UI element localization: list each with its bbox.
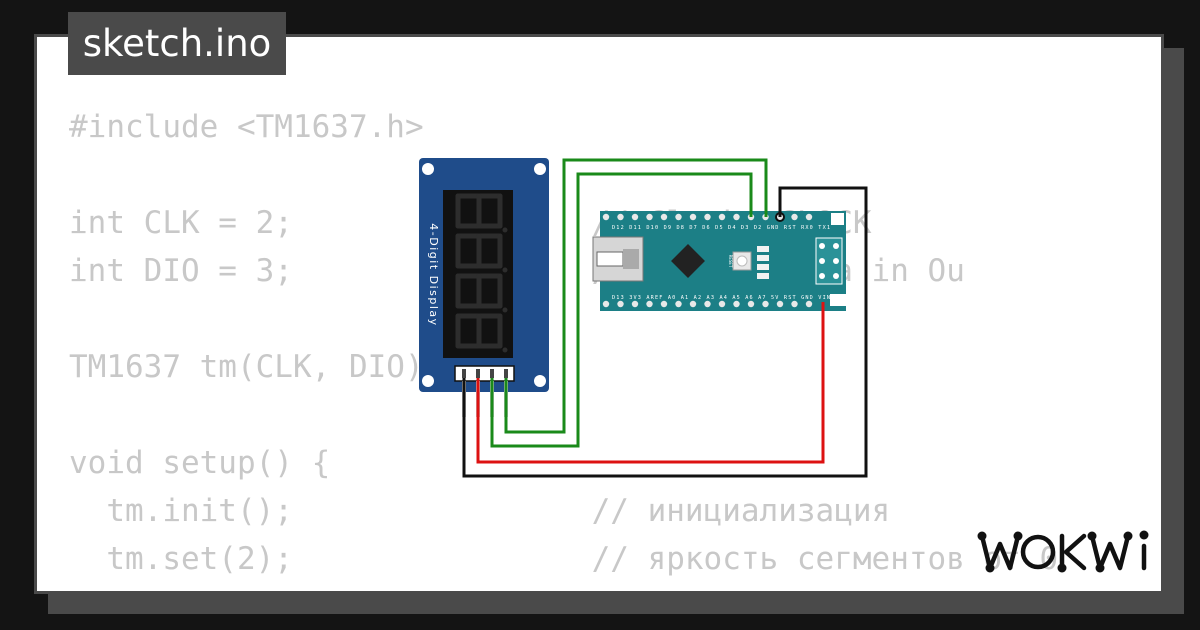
code-line: tm.set(2); // яркость сегментов от 0 [69, 541, 1059, 577]
bottom-pin-labels: D13 3V3 AREF A0 A1 A2 A3 A4 A5 A6 A7 5V … [612, 295, 830, 301]
code-line: #include <TM1637.h> [69, 109, 424, 145]
top-pin-labels: D12 D11 D10 D9 D8 D7 D6 D5 D4 D3 D2 GND … [612, 225, 830, 231]
nano-pin[interactable] [704, 213, 711, 221]
nano-pin[interactable] [718, 300, 726, 308]
nano-pin[interactable] [762, 300, 769, 308]
code-line: void setup() { [69, 445, 331, 481]
nano-pin[interactable] [704, 300, 711, 308]
reset-button[interactable] [732, 251, 752, 271]
pin-header [454, 365, 515, 382]
header-pin[interactable] [462, 369, 466, 378]
nano-pin[interactable] [689, 300, 697, 308]
digit [455, 313, 508, 353]
mount-hole [534, 375, 546, 387]
clk-wire[interactable] [504, 158, 768, 434]
header-pin[interactable] [490, 369, 494, 378]
nano-pin[interactable] [617, 213, 624, 221]
header-pin[interactable] [476, 369, 480, 378]
reset-label: RESET [728, 255, 733, 268]
code-card: #include <TM1637.h>int CLK = 2; // Clock… [34, 34, 1164, 594]
mount-hole [534, 163, 546, 175]
nano-pin[interactable] [805, 300, 813, 308]
nano-pin[interactable] [718, 213, 726, 221]
gnd-wire[interactable] [462, 186, 868, 478]
code-editor[interactable]: #include <TM1637.h>int CLK = 2; // Clock… [69, 103, 1059, 591]
nano-pin[interactable] [675, 300, 682, 308]
mount-hole [422, 163, 434, 175]
rx-tx-silkscreen-box [831, 213, 844, 225]
nano-pin[interactable] [805, 213, 813, 221]
mount-hole [422, 375, 434, 387]
wokwi-logo [977, 530, 1149, 573]
usb-connector [592, 236, 644, 282]
nano-pin[interactable] [776, 300, 784, 308]
nano-header-pins [602, 213, 813, 308]
status-led [757, 246, 769, 252]
header-pin[interactable] [504, 369, 508, 378]
code-line: TM1637 tm(CLK, DIO); [69, 349, 443, 385]
gnd-pin-marker [775, 212, 785, 222]
gnd-silkscreen-box [830, 294, 846, 306]
dio-wire[interactable] [490, 172, 753, 448]
digit [455, 233, 508, 273]
nano-pin[interactable] [733, 213, 740, 221]
status-leds [757, 246, 769, 279]
nano-pin[interactable] [646, 213, 653, 221]
nano-pin[interactable] [602, 300, 610, 308]
digit [455, 193, 508, 233]
status-led [757, 255, 769, 261]
nano-pin[interactable] [675, 213, 682, 221]
nano-pin[interactable] [631, 213, 639, 221]
digit [455, 273, 508, 313]
tm1637-display-module[interactable]: 4-Digit Display [419, 158, 549, 417]
status-led [757, 264, 769, 270]
mcu-chip [671, 244, 705, 278]
nano-pin[interactable] [791, 213, 798, 221]
display-label: 4-Digit Display [427, 223, 440, 326]
seven-segment-digits [455, 193, 508, 353]
arduino-nano[interactable]: D12 D11 D10 D9 D8 D7 D6 D5 D4 D3 D2 GND … [592, 211, 846, 311]
icsp-header [815, 237, 843, 285]
nano-pin[interactable] [747, 300, 755, 308]
vcc-wire[interactable] [476, 302, 825, 464]
nano-pin[interactable] [617, 300, 624, 308]
code-line: tm.init(); // инициализация [69, 493, 891, 529]
nano-pin[interactable] [646, 300, 653, 308]
nano-pin[interactable] [791, 300, 798, 308]
nano-pin[interactable] [660, 213, 668, 221]
nano-pin[interactable] [733, 300, 740, 308]
status-led [757, 273, 769, 279]
nano-pin[interactable] [660, 300, 668, 308]
nano-pin[interactable] [689, 213, 697, 221]
nano-pin[interactable] [631, 300, 639, 308]
file-tab[interactable]: sketch.ino [68, 12, 286, 75]
nano-pin[interactable] [602, 213, 610, 221]
code-line: } [69, 583, 1058, 591]
